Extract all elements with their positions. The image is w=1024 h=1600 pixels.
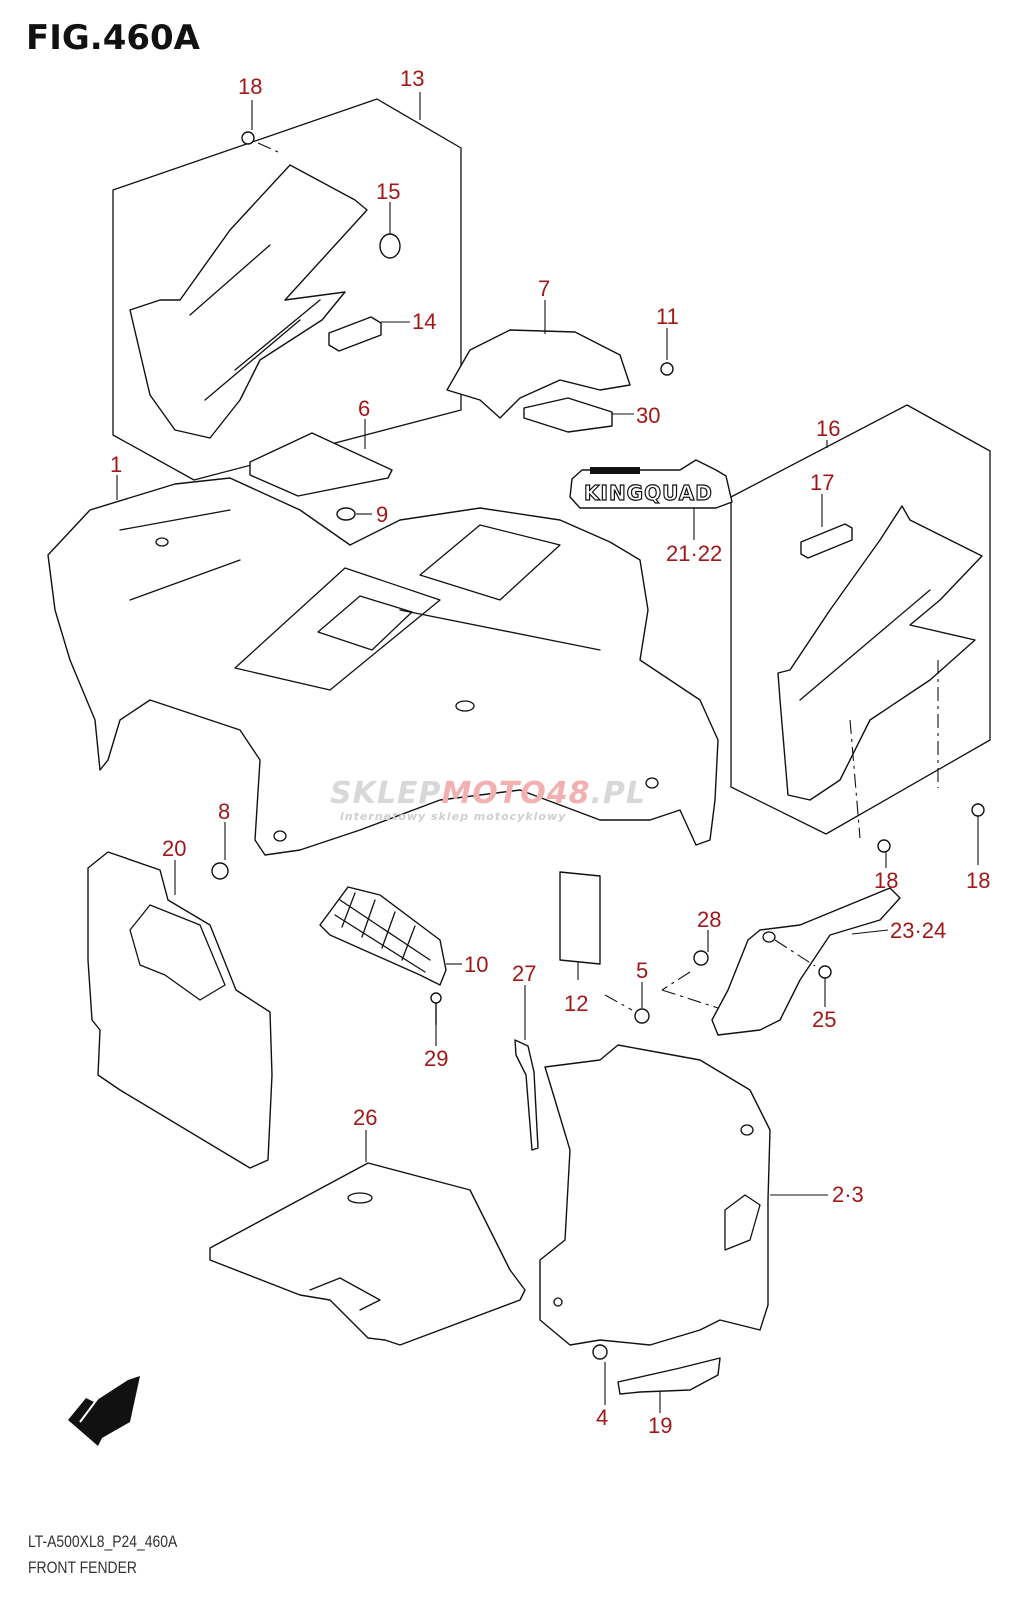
callout-8[interactable]: 8 bbox=[218, 799, 231, 824]
forward-direction-arrow bbox=[68, 1376, 140, 1446]
side-cover-left bbox=[129, 164, 368, 439]
callout-25[interactable]: 25 bbox=[812, 1007, 837, 1032]
callout-1[interactable]: 1 bbox=[110, 452, 123, 477]
callout-13[interactable]: 13 bbox=[400, 66, 425, 91]
group-box-13 bbox=[112, 98, 462, 481]
callout-18-right[interactable]: 18 bbox=[966, 868, 991, 893]
callout-9[interactable]: 9 bbox=[376, 502, 389, 527]
callout-23-24[interactable]: 23·24 bbox=[890, 918, 947, 943]
mesh-grille-10[interactable] bbox=[319, 886, 462, 986]
side-cover-right bbox=[777, 505, 983, 801]
callout-28[interactable]: 28 bbox=[697, 907, 722, 932]
lid-6[interactable] bbox=[249, 419, 393, 497]
callout-27[interactable]: 27 bbox=[512, 961, 537, 986]
strip-19[interactable] bbox=[617, 1357, 721, 1413]
foam-block-17[interactable] bbox=[800, 494, 853, 559]
section-name: FRONT FENDER bbox=[28, 1558, 137, 1577]
foam-block-14[interactable] bbox=[328, 316, 410, 352]
screw-11[interactable] bbox=[660, 328, 674, 376]
cover-7[interactable] bbox=[446, 300, 631, 419]
callout-7[interactable]: 7 bbox=[538, 276, 551, 301]
inner-panel-20[interactable] bbox=[87, 851, 273, 1169]
callout-20[interactable]: 20 bbox=[162, 836, 187, 861]
callout-6[interactable]: 6 bbox=[358, 396, 371, 421]
model-code: LT-A500XL8_P24_460A bbox=[28, 1532, 178, 1551]
figure-title: FIG.460A bbox=[26, 18, 200, 58]
callout-4[interactable]: 4 bbox=[596, 1405, 609, 1430]
screw-18-mid[interactable] bbox=[849, 719, 891, 868]
grommet-9[interactable] bbox=[336, 507, 372, 521]
callout-26[interactable]: 26 bbox=[353, 1105, 378, 1130]
screw-18-right[interactable] bbox=[937, 660, 985, 865]
callout-19[interactable]: 19 bbox=[648, 1413, 673, 1438]
callout-10[interactable]: 10 bbox=[464, 952, 489, 977]
grommet-15[interactable] bbox=[379, 202, 401, 259]
screw-18-top[interactable] bbox=[241, 100, 279, 153]
label-12[interactable] bbox=[559, 871, 601, 980]
callout-30[interactable]: 30 bbox=[636, 403, 661, 428]
callout-14[interactable]: 14 bbox=[412, 309, 437, 334]
screw-29[interactable] bbox=[430, 992, 442, 1046]
decal-text: KINGQUAD bbox=[584, 481, 713, 505]
front-fender-1[interactable] bbox=[47, 475, 719, 856]
callout-5[interactable]: 5 bbox=[636, 958, 649, 983]
screw-5[interactable] bbox=[604, 982, 650, 1024]
screw-25[interactable] bbox=[774, 939, 832, 1007]
bracket-23-24[interactable] bbox=[711, 887, 901, 1036]
callout-17[interactable]: 17 bbox=[810, 470, 835, 495]
group-box-16 bbox=[730, 404, 991, 835]
callout-18-mid[interactable]: 18 bbox=[874, 868, 899, 893]
callout-29[interactable]: 29 bbox=[424, 1046, 449, 1071]
callout-18[interactable]: 18 bbox=[238, 74, 263, 99]
screw-4[interactable] bbox=[592, 1344, 608, 1405]
callout-11[interactable]: 11 bbox=[656, 304, 679, 329]
pad-30[interactable] bbox=[523, 397, 634, 433]
floor-mat-26[interactable] bbox=[209, 1130, 526, 1346]
callout-12[interactable]: 12 bbox=[564, 991, 589, 1016]
callout-16[interactable]: 16 bbox=[816, 416, 841, 441]
screw-28[interactable] bbox=[661, 930, 719, 1009]
screw-8[interactable] bbox=[211, 822, 229, 880]
callout-21-22[interactable]: 21·22 bbox=[666, 541, 723, 566]
cable-tie-27[interactable] bbox=[514, 985, 539, 1151]
callout-2-3[interactable]: 2·3 bbox=[832, 1182, 864, 1207]
inner-fender-2-3[interactable] bbox=[539, 1044, 828, 1346]
decal-21-22[interactable]: KINGQUAD bbox=[569, 459, 733, 540]
callout-15[interactable]: 15 bbox=[376, 179, 401, 204]
